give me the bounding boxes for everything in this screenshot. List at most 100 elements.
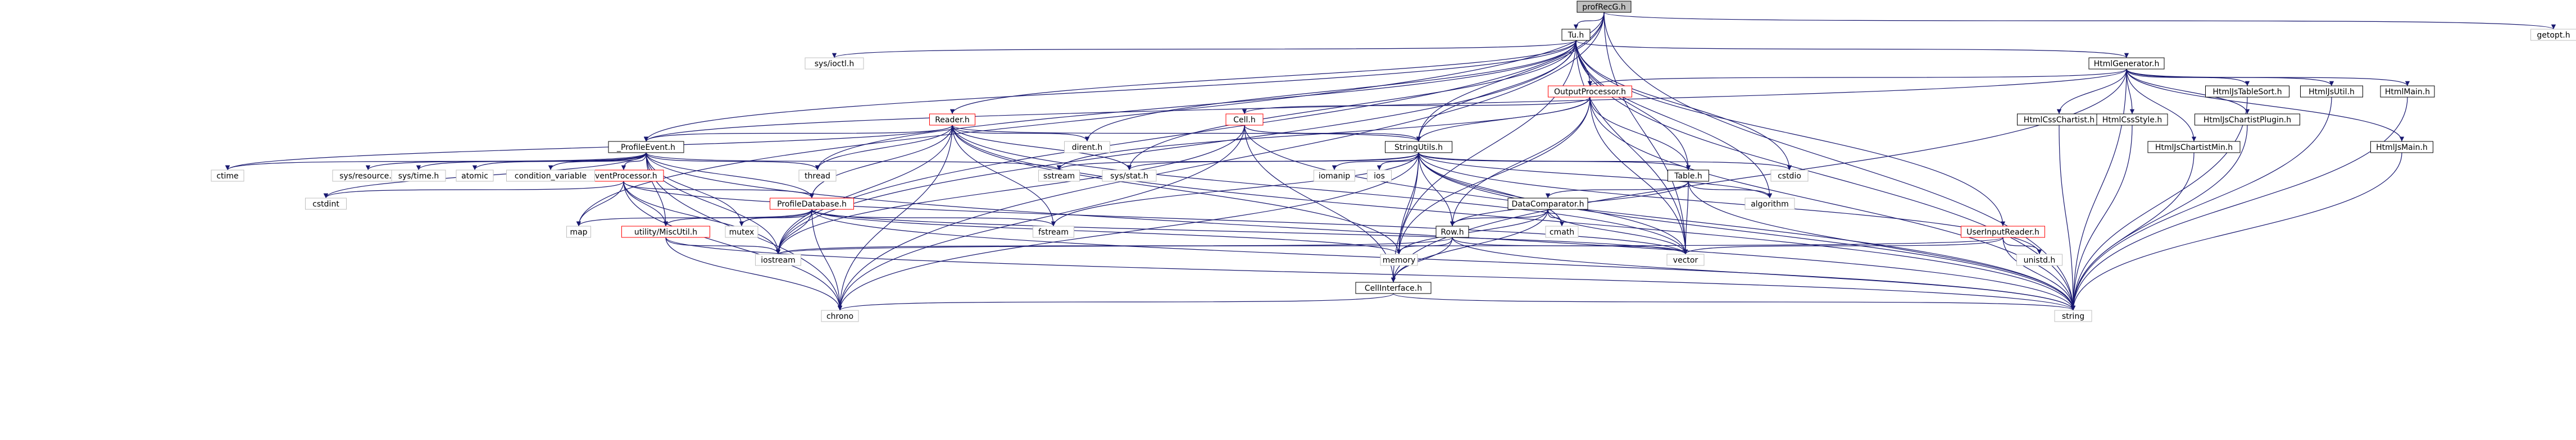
edge-eventproc-to-cstdint <box>323 181 624 199</box>
node-label-fstream: fstream <box>1038 228 1069 237</box>
node-outproc[interactable]: OutputProcessor.h <box>1548 85 1632 98</box>
edge-tuh-to-algorithm <box>1575 40 1773 199</box>
node-box-iostream <box>755 254 801 266</box>
edge-tuh-to-vector <box>1575 40 1688 255</box>
node-box-sstream <box>1038 169 1080 182</box>
node-mutex: mutex <box>725 226 758 238</box>
node-rowh[interactable]: Row.h <box>1435 226 1469 238</box>
edge-tuh-to-iostream <box>775 40 1577 255</box>
edge-htmlgen-to-string <box>2070 68 2127 311</box>
node-label-jsmain: HtmlJsMain.h <box>2376 143 2428 152</box>
edge-root-to-stringutils <box>1416 12 1605 142</box>
node-sysioctl: sys/ioctl.h <box>805 57 864 70</box>
node-label-iostream: iostream <box>761 256 796 265</box>
edge-eventproc-to-vector <box>623 181 1688 255</box>
edge-outproc-to-vector <box>1589 97 1688 255</box>
node-tuh[interactable]: Tu.h <box>1561 29 1591 41</box>
node-box-map <box>566 226 591 238</box>
node-cellif[interactable]: CellInterface.h <box>1355 282 1432 294</box>
node-csschartist[interactable]: HtmlCssChartist.h <box>2017 113 2101 126</box>
node-vector: vector <box>1666 254 1705 266</box>
node-label-profdb: ProfileDatabase.h <box>777 200 847 209</box>
node-userinput[interactable]: UserInputReader.h <box>1961 226 2045 238</box>
node-box-rowh <box>1435 226 1469 238</box>
node-box-reader <box>929 113 975 126</box>
edge-root-to-tuh <box>1573 12 1605 30</box>
node-datacomp[interactable]: DataComparator.h <box>1507 198 1588 210</box>
node-label-thread: thread <box>805 172 830 181</box>
edge-profevent-to-ctime <box>225 152 647 171</box>
node-label-systime: sys/time.h <box>398 172 439 181</box>
node-cellh[interactable]: Cell.h <box>1225 113 1264 126</box>
edge-reader-to-ctime <box>225 125 953 171</box>
edge-jsmain-to-string <box>2070 152 2402 311</box>
node-htmlmain[interactable]: HtmlMain.h <box>2380 85 2435 98</box>
node-ctime: ctime <box>211 169 244 182</box>
node-jstablesort[interactable]: HtmlJsTableSort.h <box>2205 85 2289 98</box>
node-box-string <box>2054 310 2092 322</box>
edge-tuh-to-memory <box>1396 40 1577 255</box>
edge-userinput-to-unistd <box>2002 237 2042 255</box>
edge-utilmisc-to-iostream <box>665 237 781 255</box>
edge-outproc-to-tableh <box>1589 97 1691 171</box>
node-box-getopt <box>2530 29 2576 41</box>
edge-outproc-to-memory <box>1396 97 1591 255</box>
node-jsmain[interactable]: HtmlJsMain.h <box>2370 141 2433 153</box>
edge-tuh-to-thread <box>815 40 1577 171</box>
edge-tuh-to-sysioctl <box>832 40 1577 58</box>
node-box-datacomp <box>1507 198 1588 210</box>
node-label-stringutils: StringUtils.h <box>1394 143 1443 152</box>
edge-stringutils-to-memory <box>1396 152 1419 255</box>
node-chrono: chrono <box>821 310 859 322</box>
edge-reader-to-iostream <box>775 125 953 255</box>
node-condvar: condition_variable <box>506 169 595 182</box>
edge-stringutils-to-tableh <box>1418 152 1691 171</box>
node-utilmisc[interactable]: utility/MiscUtil.h <box>621 226 710 238</box>
edge-userinput-to-string <box>2002 237 2076 311</box>
edge-reader-to-memory <box>952 125 1402 255</box>
edge-htmlgen-to-csschartist <box>2056 68 2127 114</box>
edge-stringutils-to-chrono <box>837 152 1419 311</box>
node-algorithm: algorithm <box>1744 198 1795 210</box>
node-box-profdb <box>770 198 854 210</box>
node-box-atomic <box>456 169 494 182</box>
node-tableh[interactable]: Table.h <box>1668 169 1709 182</box>
node-label-htmlmain: HtmlMain.h <box>2385 88 2430 97</box>
edge-root-to-map <box>576 12 1605 227</box>
edge-htmlgen-to-jsmain <box>2126 68 2405 142</box>
edge-outproc-to-cellh <box>1242 97 1591 114</box>
edge-reader-to-fstream <box>952 125 1056 227</box>
node-sysstat: sys/stat.h <box>1102 169 1157 182</box>
node-chartistplugin[interactable]: HtmlJsChartistPlugin.h <box>2195 113 2300 126</box>
edge-cellh-to-iostream <box>775 125 1245 255</box>
node-label-htmlgen: HtmlGenerator.h <box>2094 59 2160 68</box>
node-stringutils[interactable]: StringUtils.h <box>1385 141 1452 153</box>
edge-profevent-to-atomic <box>472 152 647 171</box>
edge-datacomp-to-cmath <box>1547 209 1565 227</box>
node-box-memory <box>1380 254 1418 266</box>
edge-stringutils-to-algorithm <box>1418 152 1773 199</box>
node-label-algorithm: algorithm <box>1751 200 1789 209</box>
node-profdb[interactable]: ProfileDatabase.h <box>770 198 854 210</box>
node-cssstyle[interactable]: HtmlCssStyle.h <box>2096 113 2168 126</box>
edge-utilmisc-to-chrono <box>665 237 843 311</box>
node-string: string <box>2054 310 2092 322</box>
node-label-ios: ios <box>1374 172 1385 181</box>
node-cstdio: cstdio <box>1770 169 1809 182</box>
node-unistd: unistd.h <box>2016 254 2062 266</box>
node-reader[interactable]: Reader.h <box>929 113 975 126</box>
edge-profevent-to-thread <box>646 152 820 171</box>
node-label-cmath: cmath <box>1550 228 1574 237</box>
node-eventproc[interactable]: EventProcessor.h <box>583 169 664 182</box>
node-box-mutex <box>725 226 758 238</box>
node-htmlgen[interactable]: HtmlGenerator.h <box>2088 57 2165 70</box>
edge-rowh-to-string <box>1452 237 2076 311</box>
node-thread: thread <box>798 169 837 182</box>
node-chartistmin[interactable]: HtmlJsChartistMin.h <box>2147 141 2241 153</box>
node-jsutil[interactable]: HtmlJsUtil.h <box>2300 85 2363 98</box>
node-root[interactable]: profRecG.h <box>1577 1 1632 13</box>
node-profevent[interactable]: _ProfileEvent.h <box>608 141 684 153</box>
edge-datacomp-to-vector <box>1547 209 1688 255</box>
node-box-utilmisc <box>621 226 710 238</box>
edge-tuh-to-reader <box>949 40 1577 114</box>
